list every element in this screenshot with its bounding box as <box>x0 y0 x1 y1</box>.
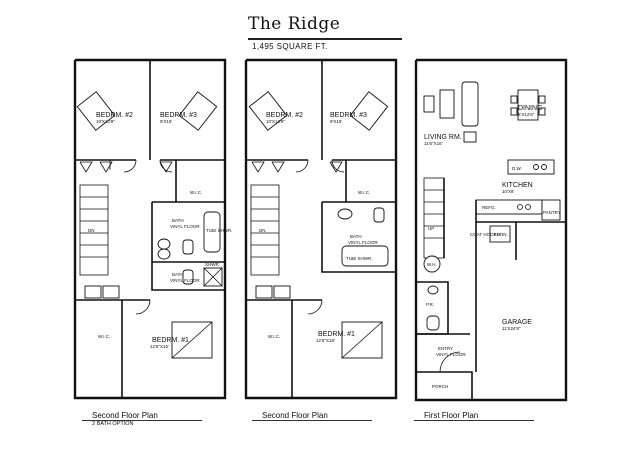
plan-second-floor: BEDRM. #2 10'X13'9" BEDRM. #3 9'X15' W.I… <box>244 58 398 400</box>
svg-text:11'X24'8": 11'X24'8" <box>502 326 521 331</box>
plan2-bed2-label: BEDRM. #2 <box>266 112 303 119</box>
plan3-porch-label: PORCH <box>432 384 448 389</box>
plan1-wic-wall <box>175 160 225 203</box>
plan2-wic-top-label: W.I.C. <box>358 190 370 195</box>
plan3-dining-table <box>517 89 539 121</box>
svg-text:11'6"X16': 11'6"X16' <box>424 141 443 146</box>
plan3-caption: First Floor Plan <box>424 411 479 420</box>
plan3-dining-label: DINING <box>518 105 543 112</box>
plan1-note: 2 BATH OPTION <box>92 421 134 427</box>
plan3-garage-label: GARAGE <box>502 319 532 326</box>
plan1-bath1-label: BATH <box>172 218 184 223</box>
plan1-bed2-label: BEDRM. #2 <box>96 112 133 119</box>
plan2-wic-bottom-label: W.I.C. <box>268 334 280 339</box>
plan3-pantry-label: PANTRY <box>543 210 561 215</box>
plan2-sink <box>337 208 353 220</box>
title-underline <box>248 38 402 40</box>
plan3-entry-label: ENTRY <box>438 346 453 351</box>
plan2-bath-wall <box>321 202 396 273</box>
plan2-tub-label: TUB/ SHWR. <box>346 256 373 261</box>
plan1-toilet-2 <box>182 269 194 285</box>
plan-second-floor-2bath: BEDRM. #2 10'X13'9" BEDRM. #3 9'X15' W.I… <box>73 58 233 400</box>
svg-text:9'X15': 9'X15' <box>160 119 172 124</box>
plan1-toilet-1 <box>182 239 194 255</box>
plan1-tub <box>203 211 221 253</box>
svg-text:10'X13'9": 10'X13'9" <box>266 119 285 124</box>
plan1-caption: Second Floor Plan <box>92 411 158 420</box>
plan2-caption: Second Floor Plan <box>262 411 328 420</box>
plan1-bed3-label: BEDRM. #3 <box>160 112 197 119</box>
plan3-dw-label: D.W. <box>512 166 522 171</box>
plan2-dn-label: DN <box>259 228 266 233</box>
plan2-outer-wall <box>244 58 398 400</box>
plan2-bed3-label: BEDRM. #3 <box>330 112 367 119</box>
plan1-stairs <box>79 184 109 276</box>
page-subtitle: 1,495 SQUARE FT. <box>252 42 328 51</box>
plan1-bath2-label: BATH <box>172 272 184 277</box>
plan2-stairs <box>250 184 280 276</box>
svg-text:VINYL FLOOR: VINYL FLOOR <box>170 224 200 229</box>
plan1-bed1-label: BEDRM. #1 <box>152 337 189 344</box>
svg-text:VINYL FLOOR: VINYL FLOOR <box>348 240 378 245</box>
plan2-toilet <box>373 207 385 223</box>
svg-text:12'6"X15': 12'6"X15' <box>150 344 169 349</box>
plan2-tub <box>341 245 389 267</box>
plan1-shwr-label: SHWR. <box>205 262 220 267</box>
plan1-bed2-bed <box>76 91 116 131</box>
plan3-kitchen-island <box>507 159 555 175</box>
plan1-sink-2 <box>157 248 171 260</box>
plan1-sink-1 <box>157 238 171 250</box>
svg-text:10'X13'9": 10'X13'9" <box>96 119 115 124</box>
svg-text:VINYL FLOOR: VINYL FLOOR <box>170 278 200 283</box>
plan1-bed3-bed <box>178 91 218 131</box>
plan3-sofa <box>461 81 479 127</box>
plan1-outer-wall <box>73 58 227 400</box>
plan3-outer-wall <box>414 58 568 402</box>
plan1-wic-top-label: W.I.C. <box>190 190 202 195</box>
svg-text:8'X12'6": 8'X12'6" <box>518 112 535 117</box>
plan1-bath-wall <box>151 202 225 291</box>
plan-first-floor: LIVING RM. 11'6"X16' DINING 8'X12'6" D.W… <box>414 58 568 402</box>
plan3-water-heater <box>423 255 441 273</box>
plan3-coat-label: COAT HOOKS <box>470 232 500 237</box>
plan2-bed1-label: BEDRM. #1 <box>318 331 355 338</box>
plan3-living-label: LIVING RM. <box>424 134 462 141</box>
svg-text:10'X8': 10'X8' <box>502 189 514 194</box>
plan3-refg-label: REFG. <box>482 205 496 210</box>
plan3-kitchen-label: KITCHEN <box>502 182 533 189</box>
svg-text:VINYL FLOOR: VINYL FLOOR <box>436 352 466 357</box>
plan2-bath-label: BATH <box>350 234 362 239</box>
plan3-furnace <box>489 225 511 243</box>
plan3-pr-label: P.R. <box>426 302 434 307</box>
plan3-pr-toilet <box>426 315 440 331</box>
page-title: The Ridge <box>248 14 341 34</box>
plan3-pantry <box>541 199 561 221</box>
plan1-tub-label: TUB/ SHWR. <box>206 228 233 233</box>
plan3-furn-label: FURN. <box>494 232 508 237</box>
plan1-dn-label: DN <box>88 228 95 233</box>
plan1-wic-bottom-label: W.I.C. <box>98 334 110 339</box>
plan3-up-label: UP <box>428 226 434 231</box>
plan3-porch-wall <box>416 371 473 400</box>
svg-text:9'X15': 9'X15' <box>330 119 342 124</box>
svg-text:12'6"X18': 12'6"X18' <box>316 338 335 343</box>
plan3-wh-label: W.H. <box>427 262 437 267</box>
